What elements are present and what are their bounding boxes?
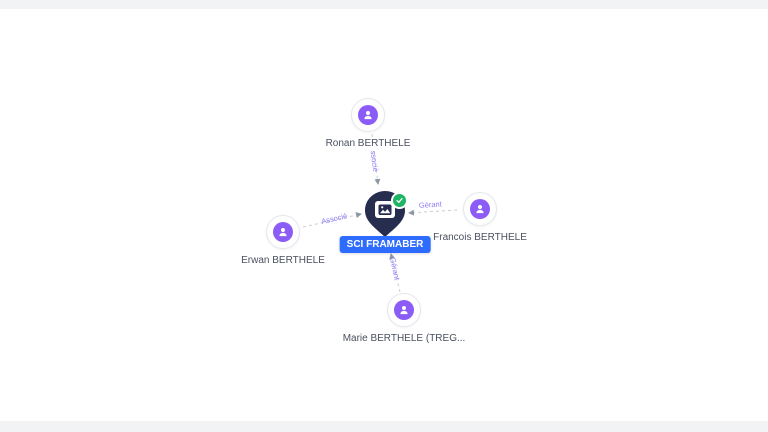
bottom-gutter [0,421,768,432]
node-erwan-berthele: Erwan BERTHELE [213,215,353,268]
company-label-chip[interactable]: SCI FRAMABER [339,236,431,253]
person-icon [358,105,378,125]
person-icon [470,199,490,219]
person-icon [273,222,293,242]
node-company-pin[interactable] [363,190,408,238]
person-node-circle[interactable] [387,293,421,327]
node-francois-berthele: Francois BERTHELE [410,192,550,245]
top-gutter [0,0,768,9]
person-node-circle[interactable] [266,215,300,249]
node-label: Erwan BERTHELE [237,254,329,268]
node-label: Marie BERTHELE (TREG... [338,332,470,346]
person-node-circle[interactable] [351,98,385,132]
node-label: Francois BERTHELE [429,231,531,245]
person-icon [394,300,414,320]
edge-marie-company [389,253,401,293]
edge-label-gerant-marie: Gérant [388,257,402,282]
person-node-circle[interactable] [463,192,497,226]
node-ronan-berthele: Ronan BERTHELE [298,98,438,151]
node-marie-berthele: Marie BERTHELE (TREG... [334,293,474,346]
company-icon [378,204,392,215]
verified-check-icon [391,192,408,209]
node-label: Ronan BERTHELE [321,137,415,151]
